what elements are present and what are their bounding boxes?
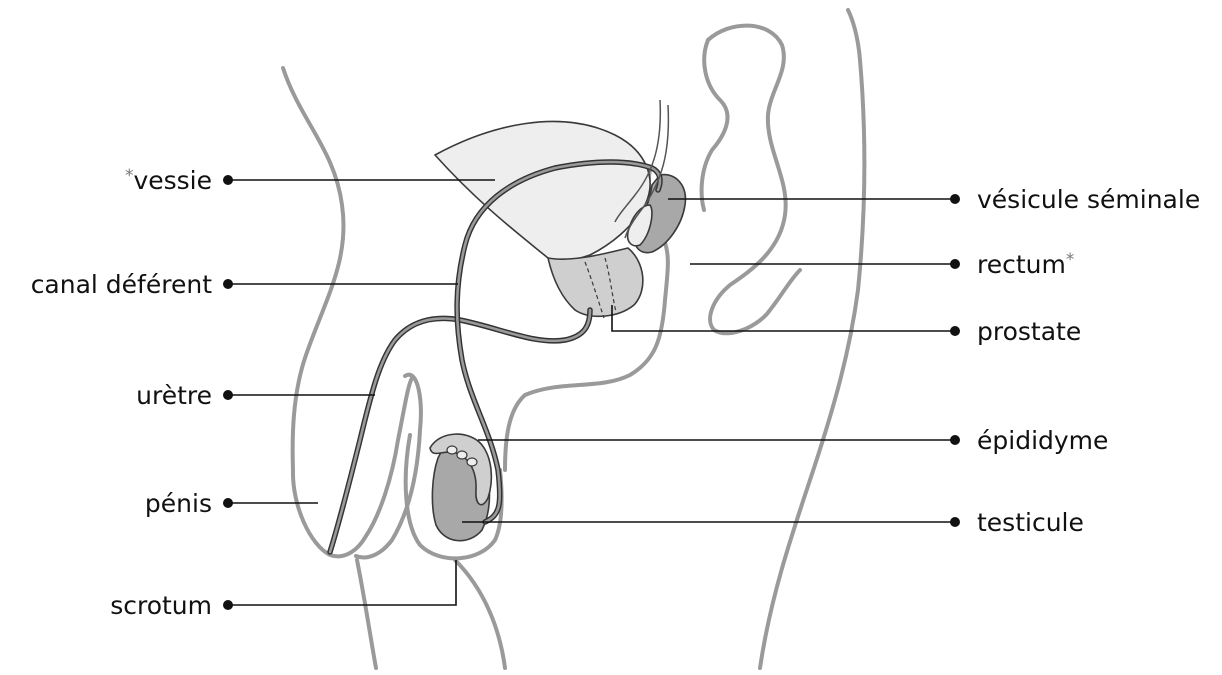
dot-vesicule-seminale <box>950 194 960 204</box>
buttock-outline <box>760 10 864 668</box>
dot-epididyme <box>950 435 960 445</box>
front-leg-outline <box>357 560 376 668</box>
coccyx-outline <box>702 40 728 210</box>
label-rectum: rectum* <box>977 250 1074 279</box>
label-testicule: testicule <box>977 508 1084 537</box>
dot-rectum <box>950 259 960 269</box>
rear-leg-outline <box>455 560 505 668</box>
label-penis: pénis <box>145 489 212 518</box>
label-epididyme: épididyme <box>977 426 1108 455</box>
label-vesicule-seminale: vésicule séminale <box>977 185 1200 214</box>
dot-prostate <box>950 326 960 336</box>
label-canal-deferent: canal déférent <box>31 270 213 299</box>
dot-testicule <box>950 517 960 527</box>
label-prostate: prostate <box>977 317 1081 346</box>
label-scrotum: scrotum <box>110 591 212 620</box>
leader-scrotum <box>228 560 456 605</box>
label-uretre: urètre <box>136 381 212 410</box>
dot-canal-deferent <box>223 279 233 289</box>
label-vessie: *vessie <box>125 166 212 195</box>
dot-vessie <box>223 175 233 185</box>
dot-uretre <box>223 390 233 400</box>
sacrum-outline <box>708 26 800 334</box>
dot-scrotum <box>223 600 233 610</box>
dot-penis <box>223 498 233 508</box>
